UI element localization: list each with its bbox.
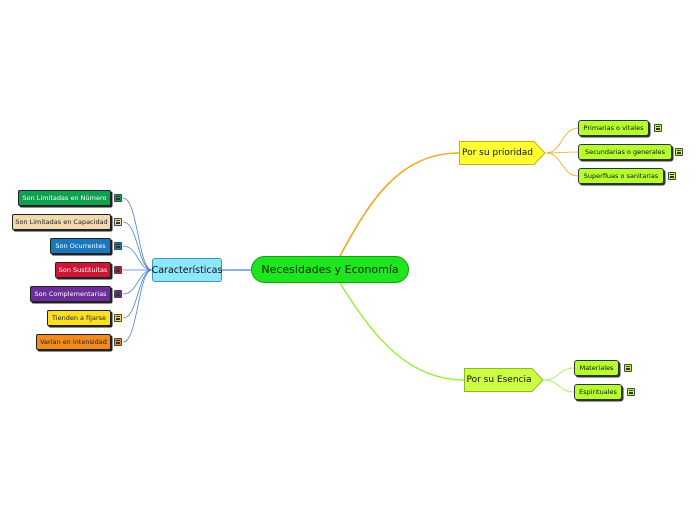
note-icon[interactable] [668, 172, 676, 180]
leaf-label: Son Ocurrentes [55, 242, 106, 250]
subtopic-label: Materiales [579, 364, 614, 372]
subtopic-label: Secundarias o generales [584, 148, 666, 156]
note-icon[interactable] [114, 242, 122, 250]
connector-leaf-6 [122, 269, 153, 343]
topic-por-su-esencia-label: Por su Esencia [466, 375, 532, 385]
subtopic-label: Superfluas o sanitarias [583, 172, 659, 180]
leaf-son-sustituitas[interactable]: Son Sustituitas [55, 262, 111, 278]
central-topic[interactable]: Necesidades y Economía [251, 256, 409, 283]
note-icon[interactable] [114, 290, 122, 298]
note-icon[interactable] [114, 314, 122, 322]
note-icon[interactable] [654, 124, 662, 132]
topic-caracteristicas-label: Características [151, 264, 223, 276]
note-icon[interactable] [114, 266, 122, 274]
connector-esencia-1 [543, 379, 575, 393]
leaf-label: Varían en intensidad [40, 338, 107, 346]
connector-leaf-4 [122, 269, 153, 295]
subtopic-superfluas-sanitarias[interactable]: Superfluas o sanitarias [578, 168, 664, 184]
connector-prioridad-2 [545, 152, 579, 177]
connector-esencia-0 [543, 367, 575, 381]
subtopic-primarias-vitales[interactable]: Primarias o vitales [578, 120, 649, 136]
connector-leaf-2 [122, 245, 153, 271]
note-icon[interactable] [627, 388, 635, 396]
leaf-label: Son Sustituitas [58, 266, 108, 274]
topic-caracteristicas[interactable]: Características [152, 258, 222, 282]
connector-root-prioridad [339, 152, 460, 257]
topic-por-su-esencia[interactable]: Por su Esencia [464, 368, 544, 392]
connector-prioridad-0 [545, 127, 579, 154]
central-topic-label: Necesidades y Economía [261, 263, 399, 276]
subtopic-espirituales[interactable]: Espirituales [574, 384, 622, 400]
leaf-label: Son Limitadas en Capacidad [15, 218, 108, 226]
note-icon[interactable] [624, 364, 632, 372]
topic-por-su-prioridad-label: Por su prioridad [462, 148, 533, 158]
note-icon[interactable] [114, 194, 122, 202]
leaf-label: Son Limitadas en Número [22, 194, 107, 202]
subtopic-label: Primarias o vitales [583, 124, 644, 132]
note-icon[interactable] [114, 218, 122, 226]
subtopic-label: Espirituales [579, 388, 617, 396]
leaf-label: Tienden a fijarse [52, 314, 106, 322]
leaf-son-ocurrentes[interactable]: Son Ocurrentes [50, 238, 111, 254]
connector-leaf-0 [122, 197, 153, 271]
topic-por-su-prioridad[interactable]: Por su prioridad [459, 141, 546, 165]
topic-arrow-shape [459, 141, 546, 165]
connector-leaf-1 [122, 221, 153, 271]
leaf-son-complementarias[interactable]: Son Complementarias [30, 286, 111, 302]
subtopic-secundarias-generales[interactable]: Secundarias o generales [578, 144, 672, 160]
leaf-varian-en-intensidad[interactable]: Varían en intensidad [36, 334, 111, 350]
note-icon[interactable] [675, 148, 683, 156]
connector-root-esencia [339, 282, 465, 381]
leaf-son-limitadas-numero[interactable]: Son Limitadas en Número [18, 190, 111, 206]
topic-arrow-shape [464, 368, 544, 392]
leaf-tienden-a-fijarse[interactable]: Tienden a fijarse [47, 310, 111, 326]
leaf-son-limitadas-capacidad[interactable]: Son Limitadas en Capacidad [12, 214, 111, 230]
connector-prioridad-1 [545, 151, 579, 154]
connector-leaf-5 [122, 269, 153, 319]
note-icon[interactable] [114, 338, 122, 346]
leaf-label: Son Complementarias [34, 290, 107, 298]
subtopic-materiales[interactable]: Materiales [574, 360, 619, 376]
